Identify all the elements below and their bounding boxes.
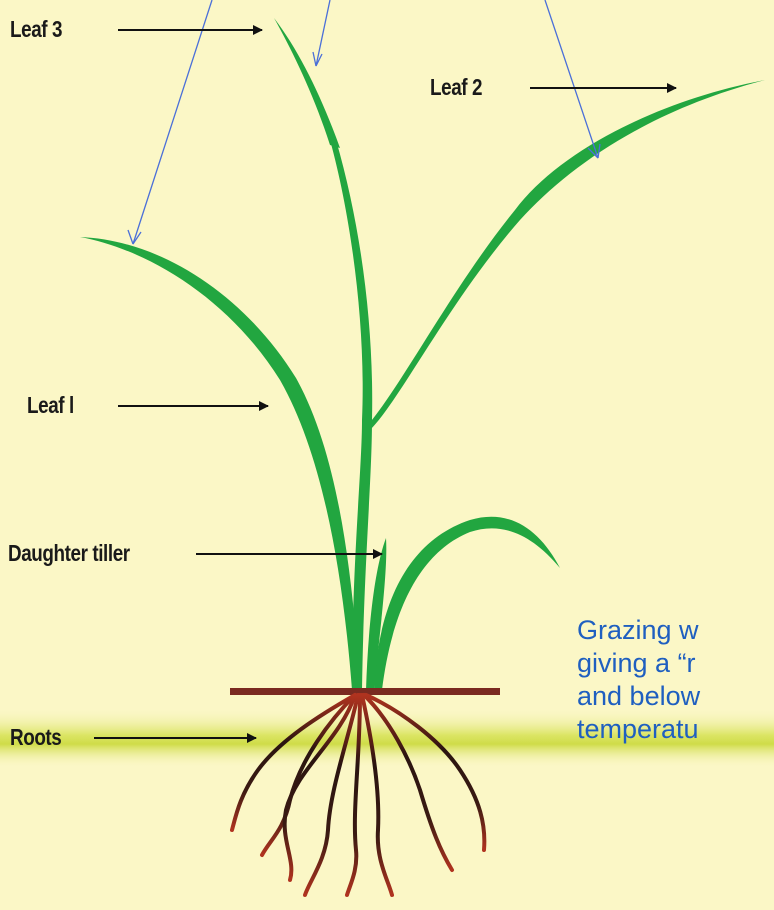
label-leaf-3: Leaf 3 [10,16,62,43]
lower-right-leaf [374,517,560,690]
note-line-4: temperatu [577,713,700,746]
label-leaf-2: Leaf 2 [430,74,482,101]
leaf-1 [80,237,360,690]
label-leaf-1: Leaf l [27,392,74,419]
label-daughter-tiller: Daughter tiller [8,540,130,567]
note-line-2: giving a “r [577,647,700,680]
grazing-note: Grazing w giving a “r and below temperat… [577,614,700,746]
leaf-3 [274,18,340,148]
leaf-2 [362,80,765,432]
note-line-3: and below [577,680,700,713]
note-line-1: Grazing w [577,614,700,647]
plant-leaves [80,18,765,690]
label-roots: Roots [10,724,61,751]
